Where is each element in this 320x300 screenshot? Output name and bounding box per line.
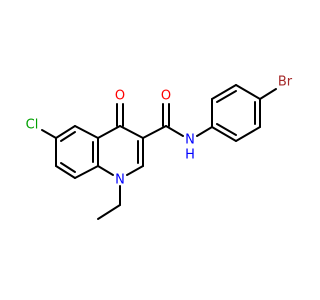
bonds xyxy=(41,84,277,220)
bond-c6-cl xyxy=(41,129,57,139)
atom-labels: Cl O O N H N Br xyxy=(26,75,293,188)
amide-hydrogen-label: H xyxy=(185,148,195,163)
ketone-oxygen-label: O xyxy=(115,89,125,104)
bond-c4a-c5 xyxy=(74,125,99,139)
chlorine-label: Cl xyxy=(26,118,39,133)
bond-ar6-ar1 xyxy=(211,126,237,142)
bond-c3-camide xyxy=(142,125,167,139)
bond-c5-c6 xyxy=(55,125,76,139)
bond-ar5-ar6 xyxy=(235,126,261,142)
molecule-structure: Cl O O N H N Br xyxy=(26,75,293,220)
amide-oxygen-label: O xyxy=(161,89,171,104)
bond-c7-c8 xyxy=(55,165,76,179)
bond-ch2-ch3 xyxy=(97,204,121,220)
bond-ar3-ar4 xyxy=(235,84,261,100)
bond-c8-c8a xyxy=(74,165,99,179)
amide-nitrogen-label: N xyxy=(185,133,195,148)
bond-ar6-ar1-inner xyxy=(216,123,237,136)
bond-camide-n xyxy=(165,125,184,137)
bond-n-ar xyxy=(196,126,213,137)
bond-c7-c8-inner xyxy=(60,162,76,173)
bond-c5-c6-inner xyxy=(60,131,76,142)
bond-c2-n1 xyxy=(126,165,144,176)
bond-n1-c8a xyxy=(97,165,114,176)
bond-c4a-c4 xyxy=(97,125,121,139)
ring-nitrogen-label: N xyxy=(115,173,125,188)
bond-ar4-br xyxy=(259,88,277,100)
bond-ar2-ar3 xyxy=(211,84,237,100)
bond-ar2-ar3-inner xyxy=(216,90,237,103)
bromine-label: Br xyxy=(278,75,293,90)
bond-c4-c3 xyxy=(119,125,144,139)
